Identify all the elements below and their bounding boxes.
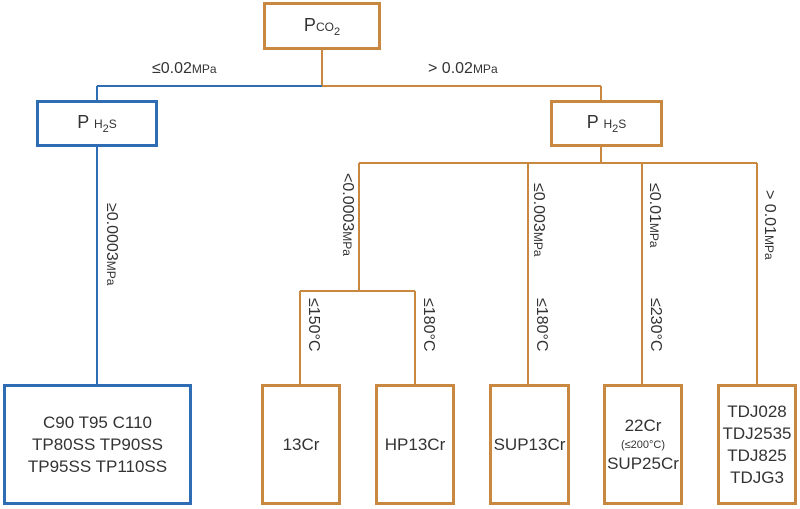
leaf-left-materials: C90 T95 C110 TP80SS TP90SS TP95SS TP110S… [3, 384, 192, 505]
branch-right-label: > 0.02MPa [428, 60, 498, 77]
leaf-22cr-text: 22Cr (≤200°C) SUP25Cr [607, 415, 679, 475]
leaf-22cr-line-2: SUP25Cr [607, 453, 679, 473]
leaf-22cr-line-1: 22Cr [624, 415, 662, 435]
pco2-label: PCO2 [303, 14, 341, 38]
leaf-tdj-line-2: TDJ2535 [722, 423, 792, 443]
temp-label-sup13cr: ≤180°C [533, 298, 550, 352]
leaf-13cr-text: 13Cr [282, 434, 320, 454]
leaf-22cr-note: (≤200°C) [620, 438, 666, 451]
leaf-sup13cr: SUP13Cr [489, 384, 570, 505]
leaf-tdj-text: TDJ028 TDJ2535 TDJ825 TDJG3 [723, 401, 792, 489]
h2s-right-label: P H2S [586, 112, 627, 135]
leaf-left-line-3: TP95SS TP110SS [27, 456, 168, 476]
right-edge-label-3: ≤0.01MPa [646, 183, 663, 248]
temp-label-sup25cr: ≤230°C [647, 298, 664, 352]
right-edge-label-2: ≤0.003MPa [530, 183, 547, 257]
leaf-22cr-sup25cr: 22Cr (≤200°C) SUP25Cr [603, 384, 683, 505]
leaf-hp13cr: HP13Cr [375, 384, 455, 505]
h2s-left-label: P H2S [77, 112, 117, 135]
leaf-tdj-line-1: TDJ028 [727, 401, 787, 421]
h2s-left-box: P H2S [36, 100, 158, 147]
left-h2s-edge-label: ≥0.0003MPa [103, 203, 120, 286]
leaf-left-text: C90 T95 C110 TP80SS TP90SS TP95SS TP110S… [28, 412, 167, 478]
leaf-left-line-2: TP80SS TP90SS [31, 434, 164, 454]
branch-left-label: ≤0.02MPa [152, 60, 217, 77]
leaf-hp13cr-text: HP13Cr [384, 434, 446, 454]
temp-label-hp13cr: ≤180°C [420, 298, 437, 352]
temp-label-13cr: ≤150°C [305, 298, 322, 352]
right-edge-label-1: <0.0003MPa [339, 173, 356, 256]
leaf-tdj-line-3: TDJ825 [727, 445, 787, 465]
leaf-left-line-1: C90 T95 C110 [42, 412, 152, 432]
pco2-root-box: PCO2 [263, 2, 381, 50]
leaf-tdj-line-4: TDJG3 [730, 467, 784, 487]
h2s-right-box: P H2S [550, 100, 663, 147]
leaf-tdj: TDJ028 TDJ2535 TDJ825 TDJG3 [717, 384, 797, 505]
leaf-13cr: 13Cr [261, 384, 341, 505]
leaf-sup13cr-text: SUP13Cr [493, 434, 566, 454]
right-edge-label-4: > 0.01MPa [761, 190, 778, 260]
